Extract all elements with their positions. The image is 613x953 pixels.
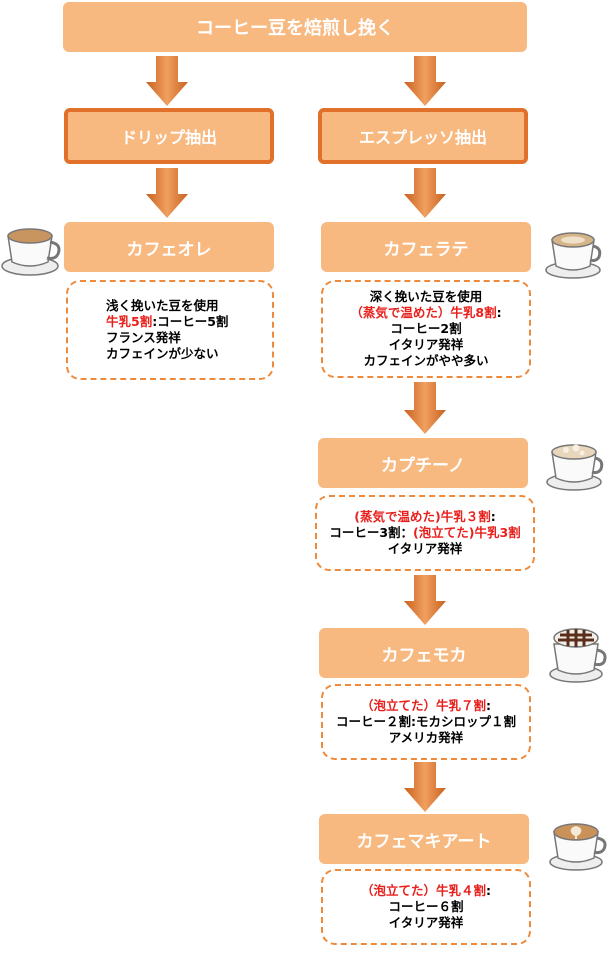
macchiato-colon: : <box>486 883 491 898</box>
cappuccino-label: カプチーノ <box>381 455 465 476</box>
espresso-method-box: エスプレッソ抽出 <box>318 108 528 164</box>
cappuccino-desc: (蒸気で温めた)牛乳３割: コーヒー3割：(泡立てた)牛乳3割 イタリア発祥 <box>315 495 535 571</box>
cafe-latte-line5: カフェインがやや多い <box>363 353 489 368</box>
arrow-to-cafe-mocha <box>404 575 446 625</box>
cafe-au-lait-box: カフェオレ <box>64 222 274 272</box>
espresso-method-label: エスプレッソ抽出 <box>358 128 487 147</box>
cafe-au-lait-label: カフェオレ <box>126 239 212 260</box>
macchiato-line1: （泡立てた）牛乳４割: <box>361 883 491 899</box>
cafe-latte-desc: 深く挽いた豆を使用 （蒸気で温めた）牛乳8割: コーヒー2割 イタリア発祥 カフ… <box>321 280 531 378</box>
cafe-au-lait-line1: 浅く挽いた豆を使用 <box>106 298 219 313</box>
cafe-latte-line4: イタリア発祥 <box>388 337 464 352</box>
arrow-to-cappuccino <box>404 382 446 434</box>
macchiato-line3: イタリア発祥 <box>388 915 464 930</box>
cafe-au-lait-line2: 牛乳5割:コーヒー5割 <box>106 314 228 330</box>
cafe-au-lait-line4: カフェインが少ない <box>106 346 219 361</box>
cafe-latte-colon: : <box>496 305 502 320</box>
drip-method-box: ドリップ抽出 <box>64 108 274 164</box>
cafe-mocha-label: カフェモカ <box>381 645 467 666</box>
cafe-latte-box: カフェラテ <box>321 222 531 272</box>
macchiato-milk-ratio: （泡立てた）牛乳４割 <box>360 883 486 898</box>
cafe-mocha-box: カフェモカ <box>319 628 529 678</box>
cappuccino-line1: (蒸気で温めた)牛乳３割: <box>354 509 495 525</box>
cappuccino-box: カプチーノ <box>318 438 528 488</box>
cafe-au-lait-desc: 浅く挽いた豆を使用 牛乳5割:コーヒー5割 フランス発祥 カフェインが少ない <box>66 280 274 380</box>
cappuccino-steamed-milk: (蒸気で温めた)牛乳３割 <box>354 509 491 524</box>
cafe-au-lait-line3: フランス発祥 <box>106 330 181 345</box>
cappuccino-foamed-milk: (泡立てた)牛乳3割 <box>413 525 521 540</box>
cafe-mocha-milk-ratio: （泡立てた）牛乳７割 <box>360 698 486 713</box>
cafe-mocha-colon: : <box>486 698 491 713</box>
cappuccino-line3: イタリア発祥 <box>387 541 463 556</box>
macchiato-box: カフェマキアート <box>319 814 529 864</box>
cappuccino-colon: : <box>490 509 496 524</box>
cafe-au-lait-cup-icon <box>1 228 61 276</box>
cafe-mocha-desc: （泡立てた）牛乳７割: コーヒー２割:モカシロップ１割 アメリカ発祥 <box>321 684 531 760</box>
arrow-to-cafe-au-lait <box>146 168 188 218</box>
macchiato-label: カフェマキアート <box>356 831 492 852</box>
arrow-to-drip <box>146 56 188 106</box>
cafe-latte-line1: 深く挽いた豆を使用 <box>369 289 483 304</box>
macchiato-desc: （泡立てた）牛乳４割: コーヒー６割 イタリア発祥 <box>321 869 531 945</box>
cafe-latte-line3: コーヒー2割 <box>390 321 462 336</box>
drip-method-label: ドリップ抽出 <box>120 128 217 147</box>
cafe-latte-label: カフェラテ <box>383 239 469 260</box>
arrow-to-macchiato <box>404 762 446 812</box>
cappuccino-cup-icon <box>546 444 604 491</box>
cafe-latte-line2: （蒸気で温めた）牛乳8割: <box>350 305 501 321</box>
cafe-mocha-line1: （泡立てた）牛乳７割: <box>361 698 491 714</box>
cafe-mocha-line3: アメリカ発祥 <box>388 730 464 745</box>
arrow-to-cafe-latte <box>404 168 446 218</box>
cafe-au-lait-coffee-ratio: :コーヒー5割 <box>152 314 229 329</box>
cafe-latte-cup-icon <box>545 232 602 279</box>
cafe-mocha-line2: コーヒー２割:モカシロップ１割 <box>336 714 516 729</box>
top-step-label: コーヒー豆を焙煎し挽く <box>196 18 394 39</box>
cappuccino-coffee-ratio: コーヒー3割： <box>329 525 414 540</box>
cafe-mocha-cup-icon <box>549 628 607 683</box>
macchiato-cup-icon <box>549 823 607 871</box>
cafe-latte-milk-ratio: （蒸気で温めた）牛乳8割 <box>350 305 497 320</box>
arrow-to-espresso <box>404 56 446 106</box>
macchiato-line2: コーヒー６割 <box>388 899 464 914</box>
cafe-au-lait-milk-ratio: 牛乳5割 <box>106 314 153 329</box>
cappuccino-line2: コーヒー3割：(泡立てた)牛乳3割 <box>329 525 520 541</box>
top-step-box: コーヒー豆を焙煎し挽く <box>63 2 527 52</box>
